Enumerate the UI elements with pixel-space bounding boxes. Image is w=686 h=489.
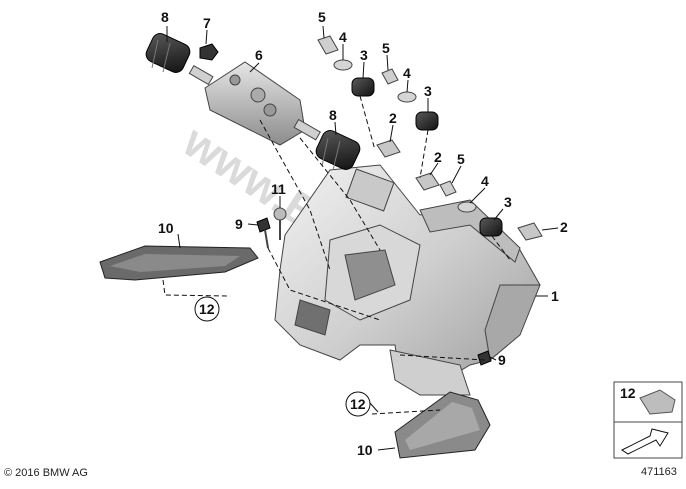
copyright-text: © 2016 BMW AG	[4, 467, 88, 479]
legend-box: 12	[613, 381, 683, 459]
callout-8: 8	[161, 9, 169, 25]
arrow-icon	[621, 428, 669, 455]
callout-12-ring	[194, 296, 220, 322]
callout-10: 10	[158, 220, 174, 236]
assembly-lines	[162, 95, 511, 415]
clip-icon	[639, 389, 676, 415]
callout-4: 4	[403, 65, 411, 81]
main-bracket	[274, 164, 541, 396]
callout-2: 2	[560, 219, 568, 235]
callout-9: 9	[498, 352, 506, 368]
bolt-set-c	[439, 180, 503, 237]
callout-8: 8	[329, 107, 337, 123]
callout-4: 4	[481, 173, 489, 189]
callout-1: 1	[551, 288, 559, 304]
legend-label-12: 12	[620, 385, 636, 401]
callout-3: 3	[360, 47, 368, 63]
clip-nuts	[376, 139, 543, 241]
holder-bracket	[188, 61, 321, 146]
bolt-set-b	[381, 68, 439, 131]
callout-7: 7	[203, 15, 211, 31]
callout-3: 3	[424, 83, 432, 99]
callout-9: 9	[235, 216, 243, 232]
callout-11: 11	[271, 181, 286, 197]
callout-10: 10	[357, 442, 373, 458]
diagram-id: 471163	[641, 466, 677, 478]
cover-lower	[394, 391, 491, 459]
callout-12: 12	[350, 396, 366, 412]
callout-3: 3	[504, 194, 512, 210]
bolt-set-a	[317, 35, 375, 97]
screws	[256, 207, 492, 366]
callout-12: 12	[199, 301, 215, 317]
rubber-buffer-lower	[315, 130, 361, 171]
callout-2: 2	[434, 149, 442, 165]
callout-2: 2	[389, 110, 397, 126]
callout-12-ring	[345, 391, 371, 417]
callout-5: 5	[382, 40, 390, 56]
callout-5: 5	[318, 9, 326, 25]
nut-part-7	[199, 43, 219, 61]
cover-upper	[99, 245, 259, 281]
callout-5: 5	[457, 151, 465, 167]
leader-lines	[166, 25, 559, 451]
rubber-buffer-upper	[145, 33, 191, 73]
callout-6: 6	[255, 47, 263, 63]
callout-labels: 8 7 6 5 4 3 5 4 3 8 2 2 5 4 3 2 11 9 10 …	[158, 9, 568, 458]
callout-4: 4	[339, 29, 347, 45]
